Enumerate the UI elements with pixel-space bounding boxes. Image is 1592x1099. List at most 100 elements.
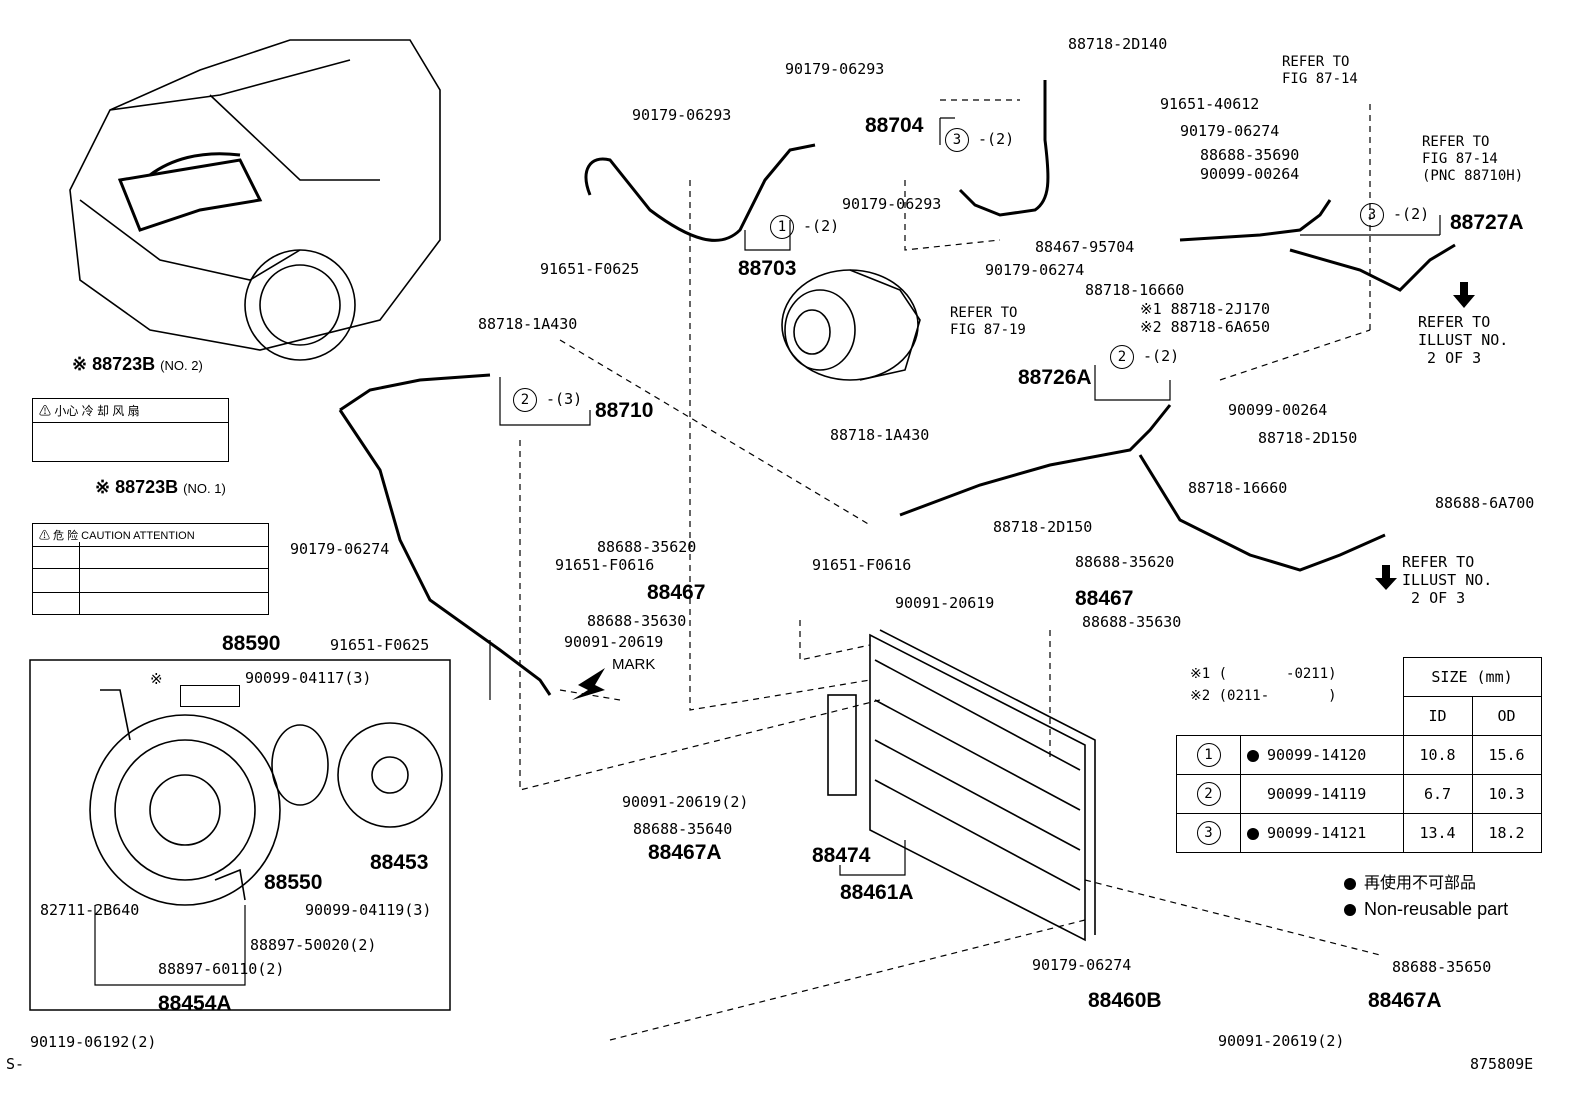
oring-callout-3: 3 -(2): [945, 128, 1014, 152]
star-note-1: ※1 ( -0211): [1190, 666, 1337, 682]
label-90099-00264: 90099-00264: [1200, 165, 1300, 183]
label-82711-2b640: 82711-2B640: [40, 901, 140, 919]
label-88688-35640: 88688-35640: [633, 820, 733, 838]
pipe-88704: [958, 80, 1050, 217]
table-row: 1 90099-14120 10.8 15.6: [1176, 735, 1542, 775]
label-88718-6a650: ※2 88718-6A650: [1140, 318, 1270, 336]
label-88710: 88710: [595, 399, 654, 422]
label-88688-35630: 88688-35630: [587, 612, 687, 630]
label-88718-16660: 88718-16660: [1188, 479, 1288, 497]
label-88688-6a700: 88688-6A700: [1435, 494, 1535, 512]
code-figure: 875809E: [1470, 1055, 1534, 1073]
label-88454a: 88454A: [158, 992, 232, 1015]
fan-assembly-drawing: [89, 689, 443, 906]
size-header: SIZE (mm): [1402, 657, 1542, 697]
fan-label-sticker: [180, 685, 240, 707]
label-88467a: 88467A: [1368, 989, 1442, 1012]
label-88461a: 88461A: [840, 881, 914, 904]
refer-arrow-1: [1453, 282, 1475, 308]
label-88688-35650: 88688-35650: [1392, 958, 1492, 976]
vehicle-illustration: [69, 39, 441, 361]
label-88467: 88467: [647, 581, 706, 604]
label-88467a: 88467A: [648, 841, 722, 864]
label-91651-f0616: 91651-F0616: [555, 556, 655, 574]
label-88726a: 88726A: [1018, 366, 1092, 389]
label-90179-06293: 90179-06293: [785, 60, 885, 78]
oring-size-table: SIZE (mm) ID OD 1 90099-14120 10.8 15.6 …: [1176, 657, 1542, 853]
oring-callout-2: 2 -(3): [513, 388, 582, 412]
label-88467: 88467: [1075, 587, 1134, 610]
label-90091-20619-2: 90091-20619(2): [622, 793, 749, 811]
oring-callout-2: 2 -(2): [1110, 345, 1179, 369]
label-88727a: 88727A: [1450, 211, 1524, 234]
warning-sticker-no2: ⚠ 小心 冷 却 风 扇: [32, 398, 229, 462]
refer-arrow-2: [1375, 565, 1397, 590]
label-88688-35690: 88688-35690: [1200, 146, 1300, 164]
label-90179-06274: 90179-06274: [1180, 122, 1280, 140]
label-90179-06293: 90179-06293: [632, 106, 732, 124]
label-90091-20619-2: 90091-20619(2): [1218, 1032, 1345, 1050]
pipe-88727A: [1179, 199, 1456, 292]
label-88703: 88703: [738, 257, 797, 280]
nonreusable-dot-icon: [1247, 749, 1259, 762]
refer-illust-2-of-3: REFER TO ILLUST NO. 2 OF 3: [1402, 553, 1493, 607]
label-88688-35620: 88688-35620: [597, 538, 697, 556]
label-88688-35630: 88688-35630: [1082, 613, 1182, 631]
label-90119-06192: 90119-06192(2): [30, 1033, 157, 1051]
condenser-88461A-drawing: [827, 629, 1096, 942]
legend-nonreusable-en: Non-reusable part: [1344, 900, 1508, 918]
label-91651-f0625: 91651-F0625: [330, 636, 430, 654]
label-91651-f0616: 91651-F0616: [812, 556, 912, 574]
label-88474: 88474: [812, 844, 871, 867]
refer-fig-87-14-pnc: REFER TO FIG 87-14 (PNC 88710H): [1422, 134, 1524, 184]
label-88718-2d150: 88718-2D150: [993, 518, 1093, 536]
oring-callout-3: 3 -(2): [1360, 203, 1429, 227]
label-88550: 88550: [264, 871, 323, 894]
label-90099-04117: 90099-04117(3): [245, 669, 372, 687]
label-90179-06274: 90179-06274: [985, 261, 1085, 279]
pipe-88726A: [899, 404, 1386, 572]
label-90179-06274: 90179-06274: [290, 540, 390, 558]
pipe-88710: [338, 373, 552, 696]
fan-assembly-box: [29, 659, 451, 1011]
nonreusable-dot-icon: [1247, 827, 1259, 840]
hose-88703: [584, 143, 816, 242]
label-88688-35620: 88688-35620: [1075, 553, 1175, 571]
label-88718-2d140: 88718-2D140: [1068, 35, 1168, 53]
nonreusable-dot-icon: [1344, 877, 1356, 890]
mark-arrow: [572, 668, 605, 700]
label-88718-1a430: 88718-1A430: [830, 426, 930, 444]
label-91651-f0625: 91651-F0625: [540, 260, 640, 278]
label-88723b-no2: ※ 88723B (NO. 2): [72, 354, 203, 374]
warning-sticker-no1: ⚠ 危 险 CAUTION ATTENTION: [32, 523, 269, 615]
code-s: S-: [6, 1055, 25, 1073]
label-90179-06274: 90179-06274: [1032, 956, 1132, 974]
label-88723b-no1: ※ 88723B (NO. 1): [95, 477, 226, 497]
label-88897-60110: 88897-60110(2): [158, 960, 285, 978]
label-mark: MARK: [612, 656, 656, 673]
table-row: 3 90099-14121 13.4 18.2: [1176, 813, 1542, 853]
refer-fig-87-19: REFER TO FIG 87-19: [950, 305, 1026, 338]
label-88704: 88704: [865, 114, 924, 137]
refer-illust-2-of-3: REFER TO ILLUST NO. 2 OF 3: [1418, 313, 1509, 367]
label-90099-00264: 90099-00264: [1228, 401, 1328, 419]
label-88718-2j170: ※1 88718-2J170: [1140, 300, 1270, 318]
label-88590: 88590: [222, 632, 281, 655]
star-note-marker: ※: [150, 670, 163, 688]
size-col-id: ID: [1402, 696, 1473, 736]
label-88460b: 88460B: [1088, 989, 1162, 1012]
legend-nonreusable-cn: 再使用不可部品: [1344, 876, 1476, 892]
label-90179-06293: 90179-06293: [842, 195, 942, 213]
label-88718-16660: 88718-16660: [1085, 281, 1185, 299]
label-88453: 88453: [370, 851, 429, 874]
label-90099-04119: 90099-04119(3): [305, 901, 432, 919]
compressor-drawing: [781, 269, 921, 381]
label-88897-50020: 88897-50020(2): [250, 936, 377, 954]
nonreusable-dot-icon: [1344, 904, 1356, 917]
refer-fig-87-14: REFER TO FIG 87-14: [1282, 54, 1358, 87]
size-col-od: OD: [1471, 696, 1542, 736]
label-91651-40612: 91651-40612: [1160, 95, 1260, 113]
label-88718-2d150: 88718-2D150: [1258, 429, 1358, 447]
label-90091-20619: 90091-20619: [564, 633, 664, 651]
